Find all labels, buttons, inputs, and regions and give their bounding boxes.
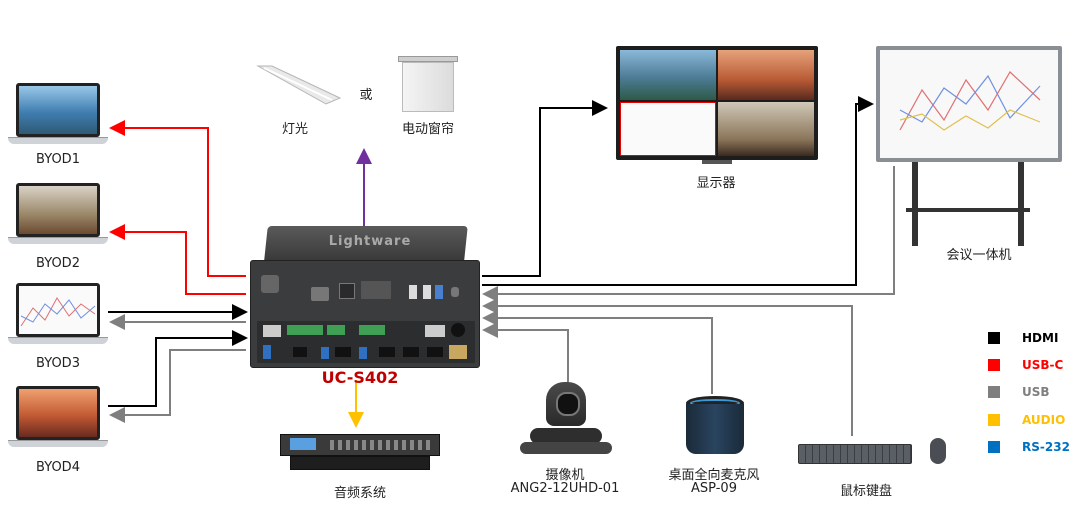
legend-item-audio: AUDIO bbox=[988, 413, 1065, 427]
usb-line-byod4 bbox=[109, 349, 246, 423]
camera-label: 摄像机 bbox=[545, 468, 585, 483]
uc-s402-device: Lightware bbox=[250, 226, 480, 368]
usb-line-mic bbox=[482, 310, 713, 394]
display-monitor bbox=[616, 46, 818, 160]
display-label: 显示器 bbox=[696, 176, 736, 191]
ptz-camera bbox=[520, 382, 612, 458]
hdmi-line-display bbox=[482, 100, 608, 277]
lights-label: 灯光 bbox=[281, 122, 308, 137]
legend-swatch bbox=[988, 332, 1000, 344]
usb-line-camera bbox=[482, 322, 569, 382]
hdmi-line-byod4 bbox=[108, 330, 248, 407]
curtain-label: 电动窗帘 bbox=[401, 122, 454, 137]
camera-model-label: ANG2-12UHD-01 bbox=[510, 481, 620, 496]
audio-system-label: 音频系统 bbox=[333, 486, 386, 501]
byod4-label: BYOD4 bbox=[36, 460, 80, 475]
desktop-microphone bbox=[686, 396, 744, 458]
legend-swatch bbox=[988, 441, 1000, 453]
legend-item-hdmi: HDMI bbox=[988, 331, 1058, 345]
brand-logo: Lightware bbox=[328, 234, 412, 249]
byod1-label: BYOD1 bbox=[36, 152, 80, 167]
curtain-icon bbox=[398, 56, 458, 114]
conference-panel bbox=[876, 46, 1062, 162]
audio-system-device bbox=[280, 434, 440, 472]
microphone-label: 桌面全向麦克风 bbox=[668, 468, 760, 483]
usb-line-panel bbox=[482, 166, 895, 302]
hdmi-line-panel bbox=[482, 96, 874, 286]
keyboard-icon bbox=[798, 444, 912, 464]
keyboard-mouse-label: 鼠标键盘 bbox=[839, 484, 892, 499]
byod2-label: BYOD2 bbox=[36, 256, 80, 271]
usb-line-keyboard bbox=[482, 298, 853, 436]
legend-swatch bbox=[988, 386, 1000, 398]
legend-item-usbc: USB-C bbox=[988, 358, 1063, 372]
legend-item-usb: USB bbox=[988, 385, 1050, 399]
microphone-model-label: ASP-09 bbox=[691, 481, 737, 496]
legend-swatch bbox=[988, 359, 1000, 371]
byod3-label: BYOD3 bbox=[36, 356, 80, 371]
or-label: 或 bbox=[359, 88, 373, 103]
legend-swatch bbox=[988, 414, 1000, 426]
mouse-icon bbox=[930, 438, 946, 464]
uc-s402-label: UC-S402 bbox=[321, 368, 399, 387]
conference-panel-label: 会议一体机 bbox=[946, 248, 1012, 263]
legend-item-rs232: RS-232 bbox=[988, 440, 1070, 454]
ceiling-light-icon bbox=[256, 65, 342, 105]
usbc-line-byod2 bbox=[109, 224, 246, 295]
usbc-line-byod1 bbox=[109, 120, 246, 277]
